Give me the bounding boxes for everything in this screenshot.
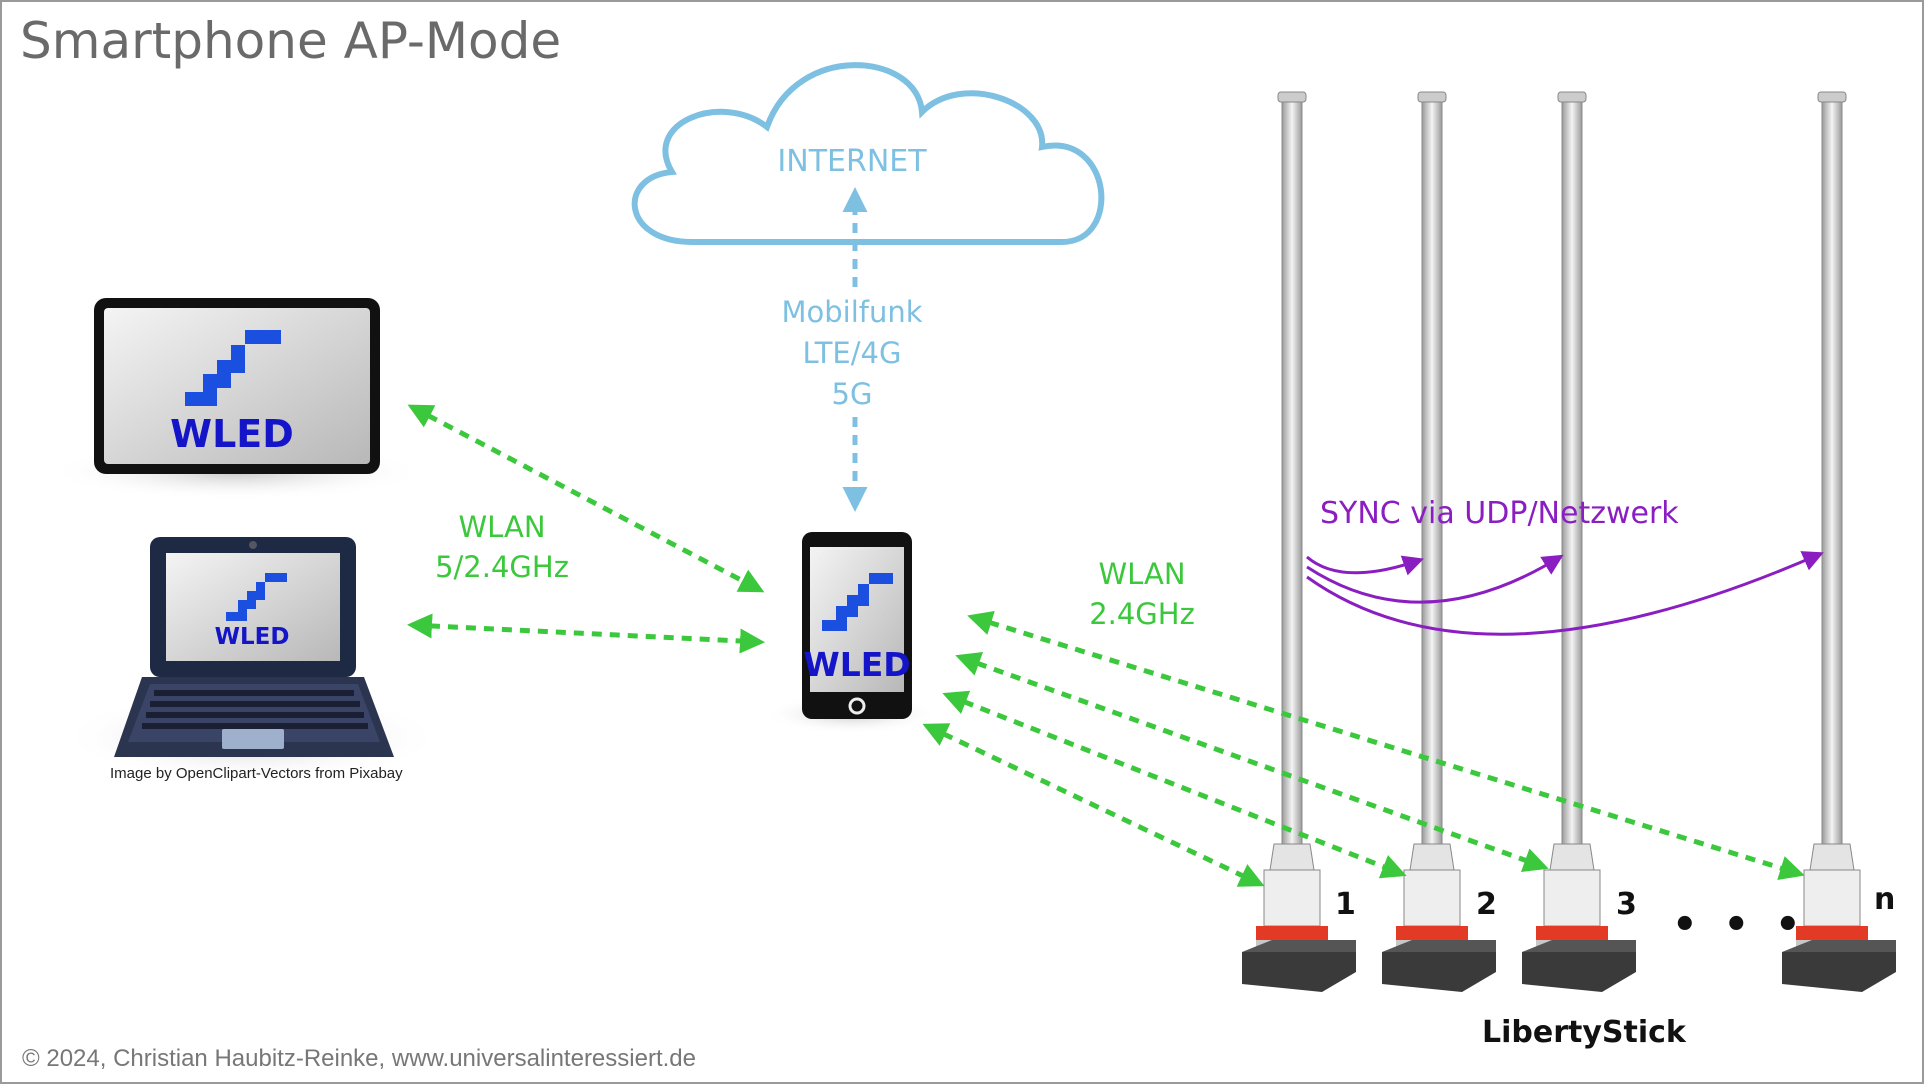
wled-logo-icon <box>185 330 281 406</box>
sync-arrow-n <box>1306 551 1824 636</box>
wlan-arrow-tablet <box>407 404 765 593</box>
internet-label: INTERNET <box>777 144 927 179</box>
wlan-right-label: WLAN 2.4GHz <box>1052 554 1232 634</box>
stick-ellipsis: • • • <box>1672 902 1807 948</box>
wlan-left-line-1: WLAN <box>458 510 546 544</box>
stick-number-n: n <box>1874 882 1896 917</box>
liberty-stick-3 <box>1522 91 1636 992</box>
wlan-arrow-stick-1 <box>922 723 1265 887</box>
wlan-left-label: WLAN 5/2.4GHz <box>402 507 602 587</box>
wlan-right-line-1: WLAN <box>1098 557 1186 591</box>
wlan-arrow-stick-3 <box>955 652 1549 872</box>
sync-arrow-3 <box>1306 554 1564 604</box>
sync-arrow-2 <box>1306 555 1424 576</box>
image-credit: Image by OpenClipart-Vectors from Pixaba… <box>110 765 403 782</box>
mobile-link-label: Mobilfunk LTE/4G 5G <box>742 292 962 415</box>
stick-number-3: 3 <box>1616 887 1637 922</box>
copyright-notice: © 2024, Christian Haubitz-Reinke, www.un… <box>22 1045 696 1072</box>
wled-logo-icon <box>226 573 287 621</box>
sync-label: SYNC via UDP/Netzwerk <box>1320 496 1679 531</box>
wlan-left-line-2: 5/2.4GHz <box>435 550 569 584</box>
laptop-wled-label: WLED <box>214 624 290 650</box>
smartphone-device <box>802 532 912 719</box>
wlan-arrow-stick-n <box>967 610 1805 881</box>
mobile-line-3: 5G <box>831 377 873 411</box>
wled-logo-icon <box>822 573 893 631</box>
page-title: Smartphone AP-Mode <box>20 12 562 70</box>
wlan-arrow-laptop <box>407 613 765 654</box>
liberty-stick-1 <box>1242 91 1356 992</box>
product-name: LibertyStick <box>1482 1015 1686 1050</box>
mobile-line-1: Mobilfunk <box>781 295 923 329</box>
liberty-stick-2 <box>1382 91 1496 992</box>
tablet-device <box>94 298 380 474</box>
phone-wled-label: WLED <box>803 645 911 684</box>
wlan-right-line-2: 2.4GHz <box>1089 597 1195 631</box>
wlan-arrow-stick-2 <box>942 690 1407 879</box>
stick-number-1: 1 <box>1335 887 1356 922</box>
stick-number-2: 2 <box>1476 887 1497 922</box>
cloud-shape <box>631 62 1105 245</box>
mobile-line-2: LTE/4G <box>802 336 902 370</box>
laptop-device <box>114 537 394 757</box>
tablet-wled-label: WLED <box>170 412 294 456</box>
liberty-stick-n <box>1782 91 1896 992</box>
